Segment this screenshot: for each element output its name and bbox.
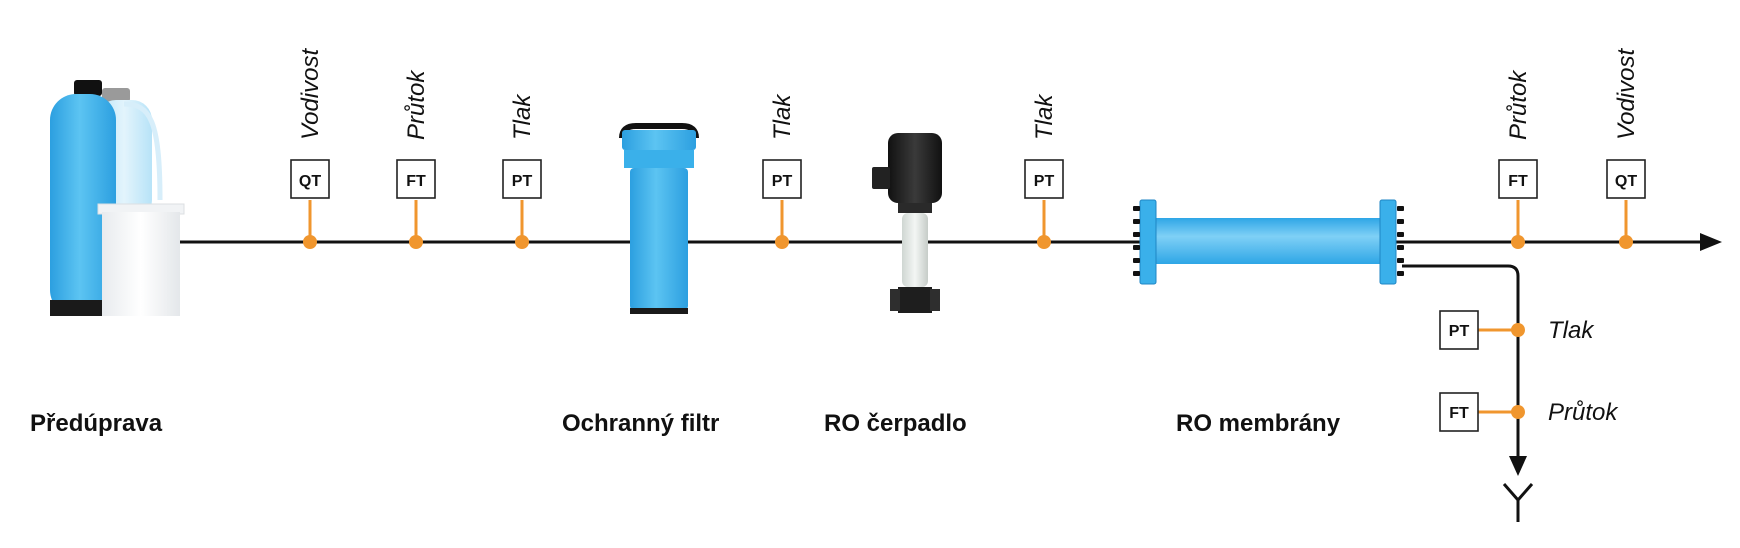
sensor-code: QT (1615, 173, 1637, 190)
concentrate-pipe (1402, 264, 1534, 522)
caption-ro-membranes: RO membrány (1176, 410, 1341, 437)
sensor-label: Průtok (1505, 69, 1532, 140)
sensor-pt-5: PT Tlak (1024, 93, 1064, 249)
sensor-qt-1: QT Vodivost (290, 48, 330, 249)
sensor-tap-point (1619, 235, 1633, 249)
sensor-qt-7: QT Vodivost (1606, 48, 1646, 249)
sensor-code: FT (1508, 173, 1528, 190)
sensor-label: Tlak (1031, 93, 1058, 140)
sensor-box (290, 159, 330, 199)
vertical-pump-icon (872, 133, 942, 313)
sensor-box (396, 159, 436, 199)
concentrate-arrow-icon (1509, 456, 1527, 476)
caption-pretreatment: Předúprava (30, 410, 163, 437)
sensor-tap-point (515, 235, 529, 249)
membrane-housing-icon (1133, 199, 1404, 285)
sensor-tap-point (775, 235, 789, 249)
sensor-label: Průtok (1548, 399, 1619, 426)
concentrate-sensor-pt: PT Tlak (1439, 310, 1595, 350)
sensor-code: PT (1449, 323, 1470, 340)
concentrate-sensor-ft: FT Průtok (1439, 392, 1619, 432)
sensor-box (1606, 159, 1646, 199)
outlet-arrow-icon (1700, 233, 1722, 251)
drain-icon (1502, 483, 1534, 522)
cartridge-filter-icon (619, 123, 699, 314)
sensor-code: FT (406, 173, 426, 190)
sensor-code: FT (1449, 405, 1469, 422)
sensor-tap-point (409, 235, 423, 249)
sensor-ft-2: FT Průtok (396, 69, 436, 249)
sensor-box (502, 159, 542, 199)
sensor-box (1439, 392, 1479, 432)
sensor-label: Tlak (769, 93, 796, 140)
sensor-label: Vodivost (297, 48, 324, 140)
sensor-label: Tlak (509, 93, 536, 140)
sensor-box (1024, 159, 1064, 199)
sensor-box (1498, 159, 1538, 199)
sensor-code: PT (1034, 173, 1055, 190)
sensor-pt-3: PT Tlak (502, 93, 542, 249)
sensor-tap-point (1511, 405, 1525, 419)
sensor-ft-6: FT Průtok (1498, 69, 1538, 249)
sensor-box (762, 159, 802, 199)
sensor-box (1439, 310, 1479, 350)
sensor-code: PT (772, 173, 793, 190)
sensor-pt-4: PT Tlak (762, 93, 802, 249)
sensor-code: QT (299, 173, 321, 190)
sensor-tap-point (1511, 235, 1525, 249)
sensor-label: Tlak (1548, 317, 1595, 344)
caption-guard-filter: Ochranný filtr (562, 410, 720, 437)
sensor-label: Průtok (403, 69, 430, 140)
main-pipe (180, 233, 1722, 251)
sensor-code: PT (512, 173, 533, 190)
water-softener-icon (50, 80, 185, 316)
sensor-tap-point (303, 235, 317, 249)
sensor-label: Vodivost (1613, 48, 1640, 140)
sensor-tap-point (1037, 235, 1051, 249)
sensor-tap-point (1511, 323, 1525, 337)
caption-ro-pump: RO čerpadlo (824, 410, 967, 437)
